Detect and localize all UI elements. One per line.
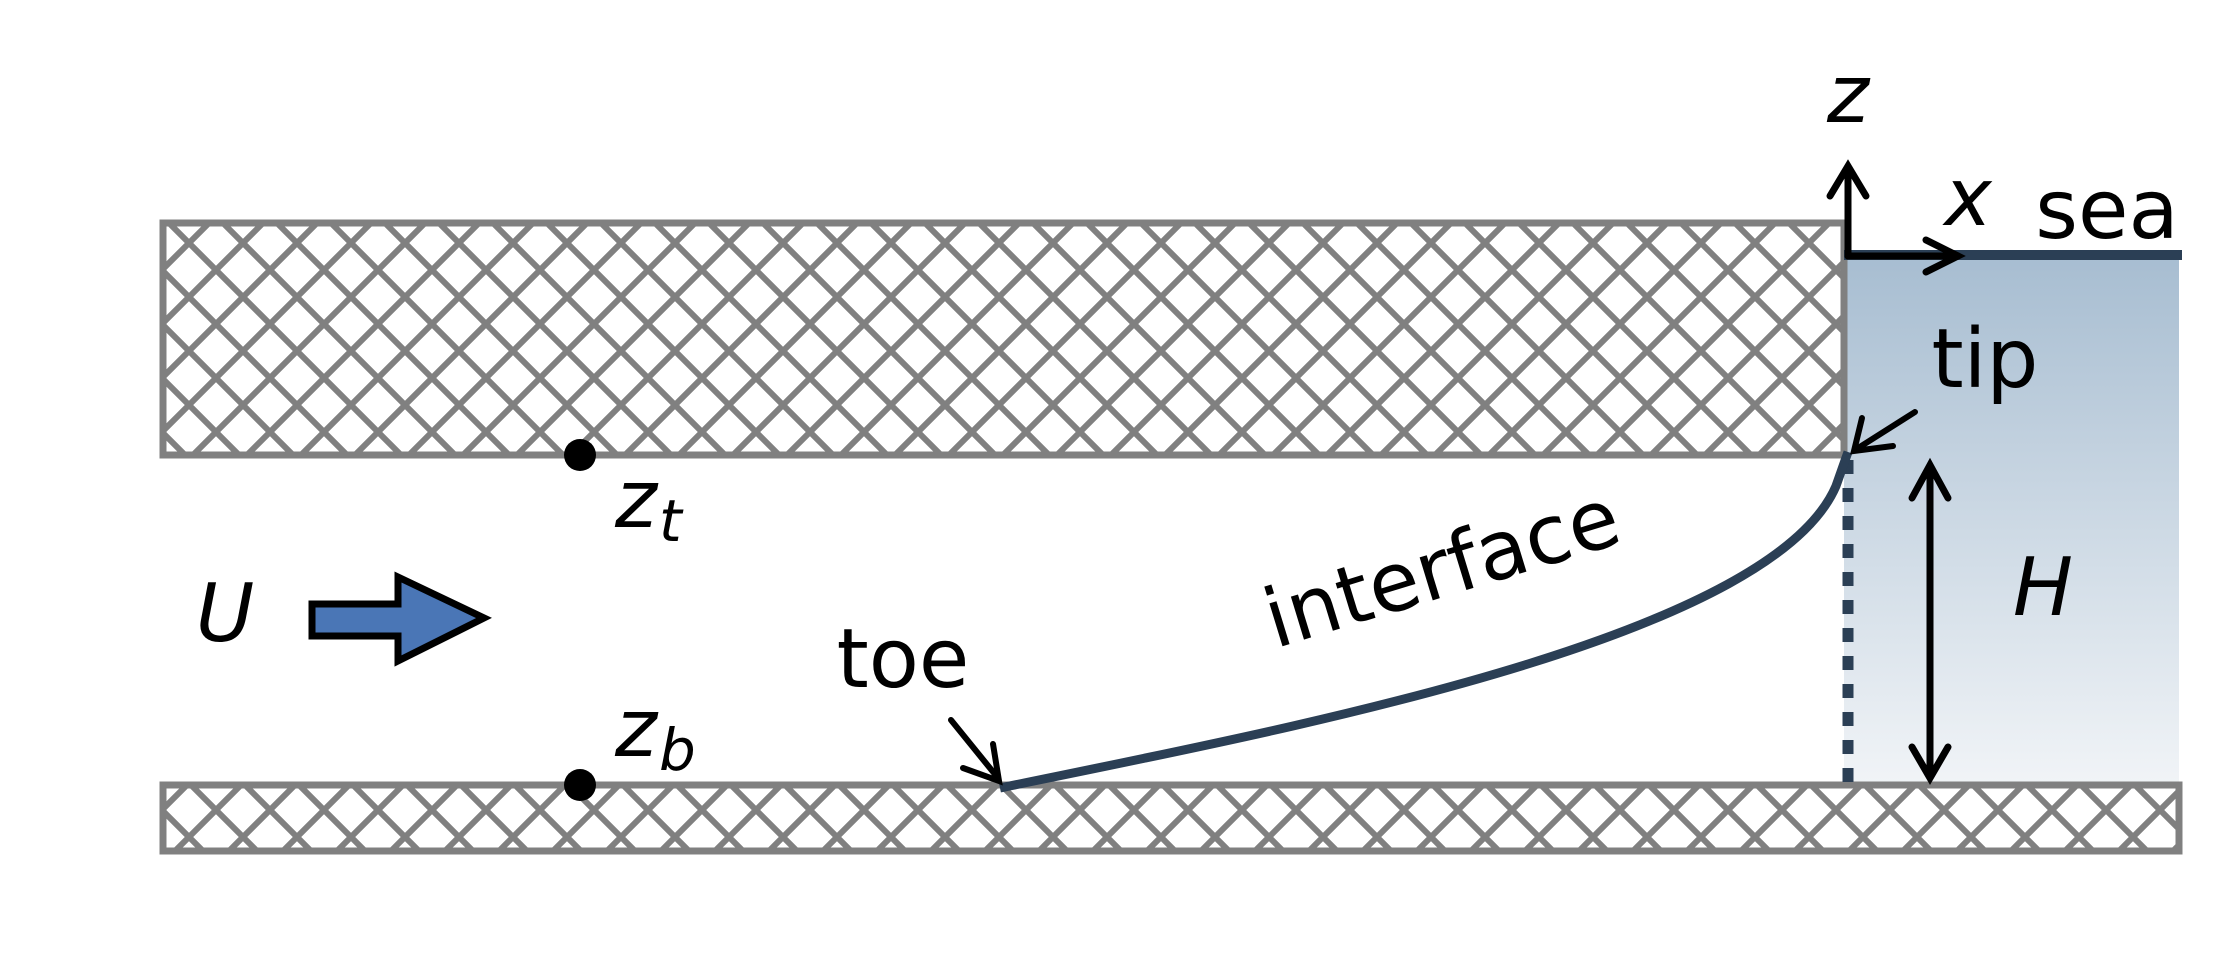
z-bottom-label: zb bbox=[614, 682, 696, 784]
interface-label: interface bbox=[1253, 470, 1631, 668]
z-bottom-main: z bbox=[614, 682, 659, 775]
z-top-subscript: t bbox=[659, 487, 684, 555]
z-top-point bbox=[564, 439, 596, 471]
lower-confining-layer bbox=[159, 781, 2183, 855]
height-label: H bbox=[2013, 541, 2073, 634]
z-bottom-point bbox=[564, 769, 596, 801]
z-top-label: zt bbox=[614, 453, 684, 555]
height-double-arrow bbox=[1908, 457, 1952, 785]
tip-pointer-arrow bbox=[1850, 409, 1918, 455]
x-axis-label: x bbox=[1941, 151, 1993, 244]
flow-arrow-icon bbox=[308, 571, 492, 667]
z-top-main: z bbox=[614, 453, 659, 546]
z-bottom-subscript: b bbox=[659, 716, 696, 784]
z-axis-label: z bbox=[1826, 48, 1871, 141]
sea-region bbox=[1844, 255, 2179, 785]
flow-velocity-label: U bbox=[196, 567, 255, 660]
toe-label: toe bbox=[837, 612, 970, 707]
interface-curve bbox=[999, 450, 1853, 793]
tip-label: tip bbox=[1932, 312, 2039, 407]
toe-pointer-arrow bbox=[948, 717, 1003, 786]
coordinate-axes bbox=[1826, 159, 1966, 276]
upper-confining-layer bbox=[159, 219, 1848, 459]
sea-label: sea bbox=[2035, 163, 2178, 258]
